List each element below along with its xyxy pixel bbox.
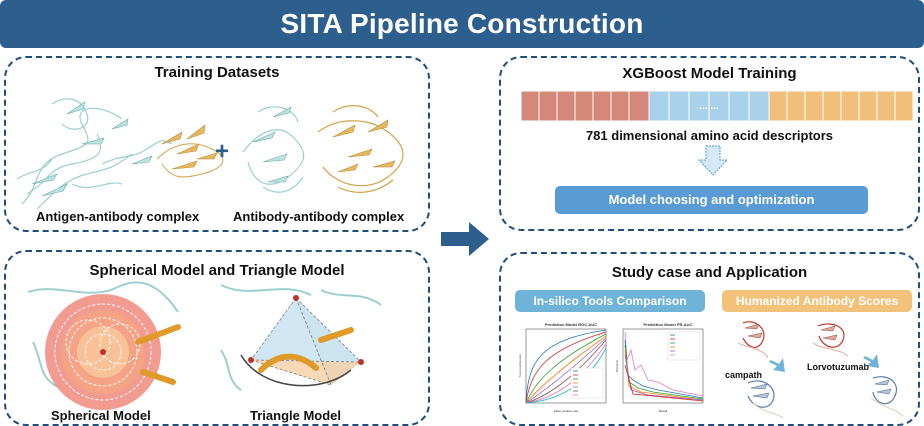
antigen-antibody-label: Antigen-antibody complex xyxy=(36,209,200,224)
plus-sign: + xyxy=(215,138,230,165)
roc-chart-title: Prediction Model ROC-AUC xyxy=(545,322,597,327)
spherical-model-label: Spherical Model xyxy=(51,408,151,423)
antibody-antibody-structure-image xyxy=(242,105,404,193)
pipeline-title-banner: SITA Pipeline Construction xyxy=(0,0,924,48)
pipeline-arrow-icon xyxy=(441,222,489,256)
lorvotuzumab-arrow-icon xyxy=(863,354,879,368)
descriptor-label: 781 dimensional amino acid descriptors xyxy=(585,128,834,143)
humanized-antibody-structures-image xyxy=(737,321,904,419)
spherical-triangle-panel: Spherical Model and Triangle Model xyxy=(4,250,430,426)
lorvotuzumab-label: Lorvotuzumab xyxy=(807,362,869,372)
spherical-triangle-title: Spherical Model and Triangle Model xyxy=(89,262,345,279)
descriptor-ellipsis: ... ... xyxy=(699,101,719,112)
model-choosing-button: Model choosing and optimization xyxy=(555,186,868,214)
antigen-antibody-structure-image xyxy=(16,98,224,210)
down-arrow-icon xyxy=(697,145,729,176)
xgboost-title: XGBoost Model Training xyxy=(622,65,797,82)
training-datasets-title: Training Datasets xyxy=(154,64,280,81)
roc-x-label: False positive rate xyxy=(554,409,579,413)
campath-arrow-icon xyxy=(769,358,785,372)
triangle-model-image xyxy=(220,284,382,391)
triangle-model-label: Triangle Model xyxy=(250,408,342,423)
pr-chart-title: Prediction Model PR-AUC xyxy=(644,322,693,327)
training-datasets-panel: Training Datasets + xyxy=(4,56,430,232)
roc-auc-chart: Prediction Model ROC-AUC False positive … xyxy=(518,322,607,413)
page-title: SITA Pipeline Construction xyxy=(280,8,644,39)
campath-label: campath xyxy=(725,370,763,380)
study-case-panel: Study case and Application In-silico Too… xyxy=(499,252,920,426)
roc-y-label: True positive rate xyxy=(518,354,522,377)
tab-humanized-scores: Humanized Antibody Scores xyxy=(722,290,912,312)
antibody-antibody-label: Antibody-antibody complex xyxy=(233,209,405,224)
spherical-model-image xyxy=(27,281,181,410)
pr-auc-chart: Prediction Model PR-AUC Recall Precision xyxy=(615,322,704,413)
pr-y-label: Precision xyxy=(615,360,619,373)
xgboost-panel: XGBoost Model Training ... ... 781 dimen… xyxy=(499,56,920,231)
study-case-title: Study case and Application xyxy=(611,264,808,281)
pr-x-label: Recall xyxy=(659,409,668,413)
tab-in-silico-comparison: In-silico Tools Comparison xyxy=(515,290,705,312)
descriptor-vector-bar: ... ... xyxy=(520,90,914,122)
